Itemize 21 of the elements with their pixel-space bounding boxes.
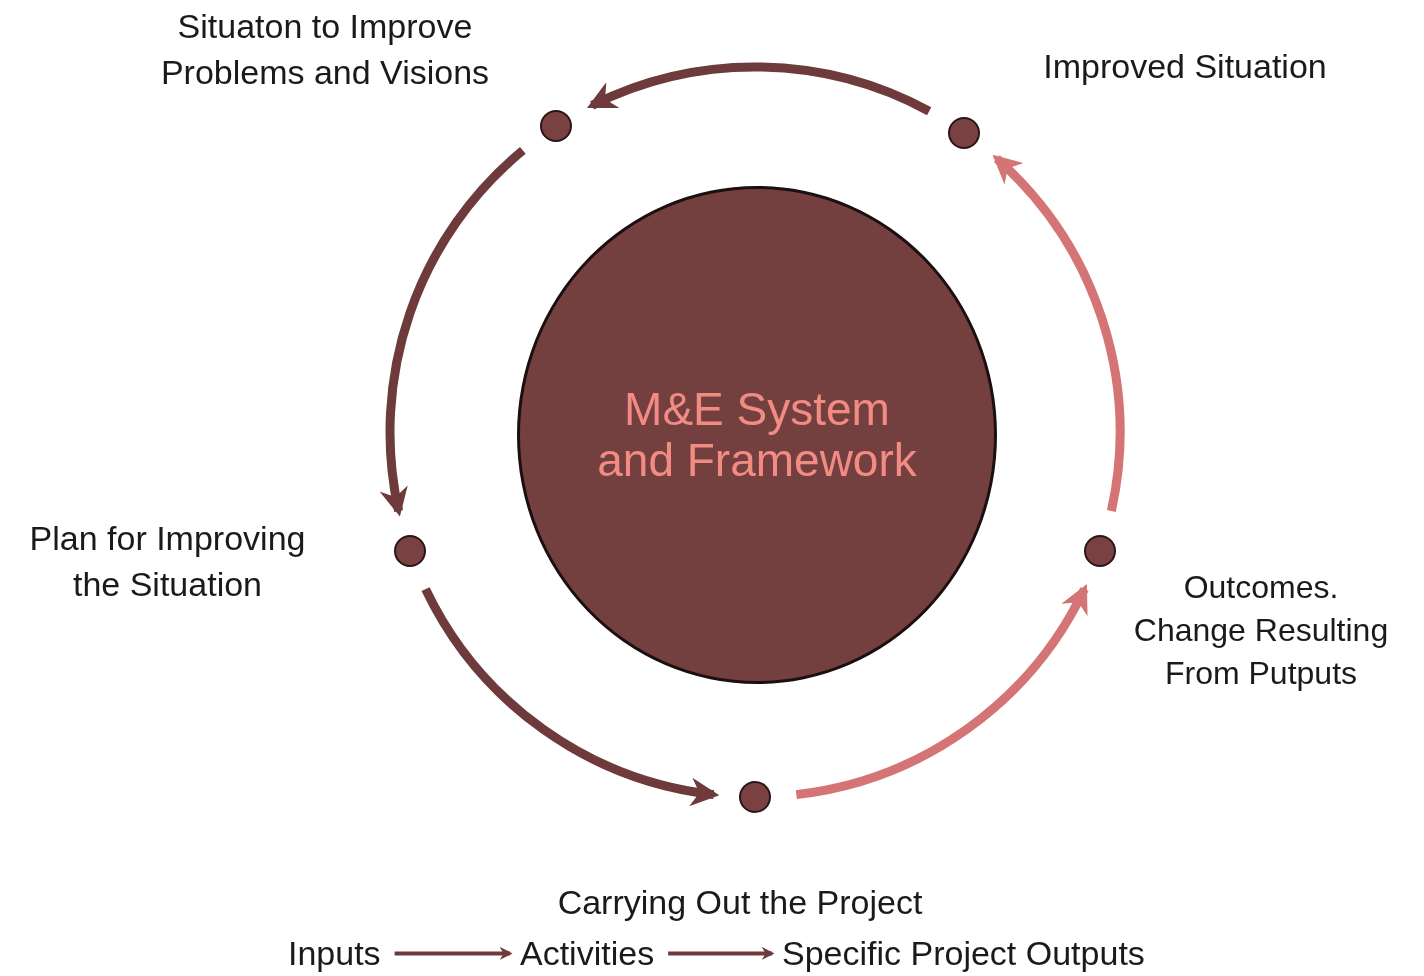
stage-label: Plan for Improving the Situation xyxy=(28,518,307,605)
arrow xyxy=(394,947,513,960)
stage-dot xyxy=(540,109,573,142)
stage-label: Situaton to Improve Problems and Visions xyxy=(159,6,491,93)
stage-label: Improved Situation xyxy=(1042,46,1328,87)
stage-dot xyxy=(393,534,426,567)
stage-dot xyxy=(1084,534,1117,567)
arrow xyxy=(380,147,526,517)
center-title: M&E System and Framework xyxy=(596,384,918,486)
flow-step: Activities xyxy=(520,933,655,974)
section-label: Carrying Out the Project xyxy=(556,882,924,923)
stage-label: Outcomes. Change Resulting From Putputs xyxy=(1132,568,1390,694)
arrow xyxy=(795,584,1089,800)
stage-dot xyxy=(948,117,981,149)
arrow xyxy=(668,947,775,960)
arrow xyxy=(586,62,932,116)
arrow xyxy=(421,586,720,805)
flow-step: Inputs xyxy=(288,933,381,974)
stage-dot xyxy=(739,781,771,813)
flow-step: Specific Project Outputs xyxy=(782,933,1145,974)
arrow xyxy=(992,154,1125,512)
